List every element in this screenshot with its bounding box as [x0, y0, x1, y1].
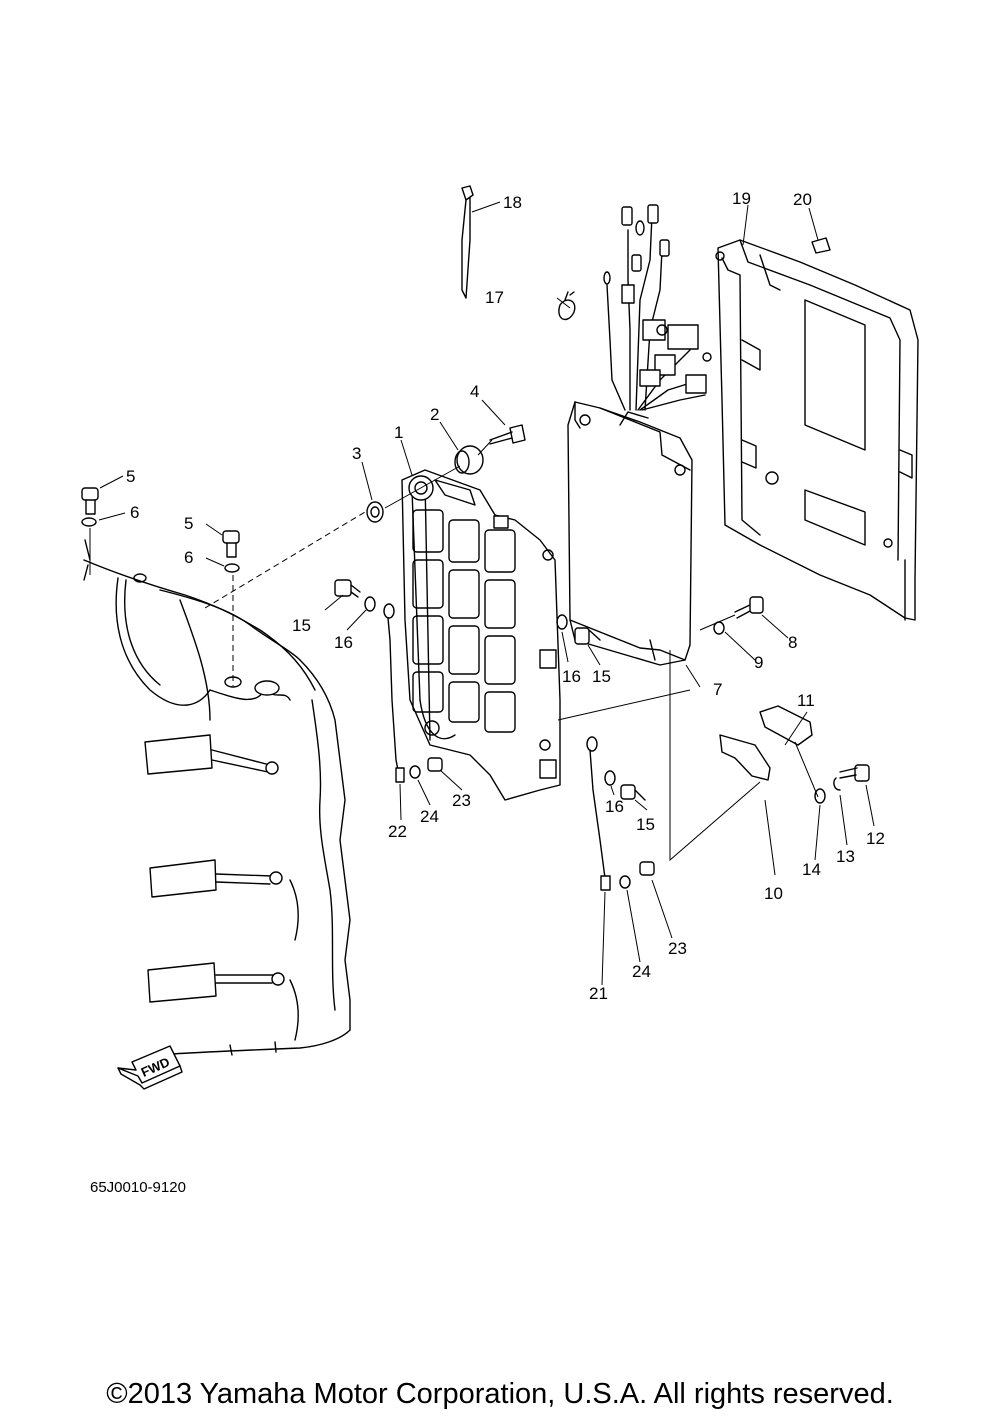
label-part-19: 19	[732, 189, 751, 208]
bracket-plate	[401, 469, 561, 801]
cdi-cover	[715, 239, 919, 621]
label-part-6a: 6	[130, 503, 139, 522]
cdi-unit	[567, 401, 693, 666]
label-part-15c: 15	[636, 815, 655, 834]
guide-lines	[89, 439, 819, 862]
label-part-9: 9	[754, 653, 763, 672]
engine-block	[83, 539, 351, 1056]
drawing-code: 65J0010-9120	[90, 1179, 186, 1196]
label-part-13: 13	[836, 847, 855, 866]
label-part-8: 8	[788, 633, 797, 652]
label-part-5a: 5	[126, 467, 135, 486]
label-part-24a: 24	[420, 807, 439, 826]
label-part-16c: 16	[605, 797, 624, 816]
label-part-16b: 16	[562, 667, 581, 686]
label-part-17: 17	[485, 288, 504, 307]
label-part-11: 11	[797, 691, 815, 710]
label-part-22: 22	[388, 822, 407, 841]
label-part-6b: 6	[184, 548, 193, 567]
label-part-18: 18	[503, 193, 522, 212]
label-part-15b: 15	[592, 667, 611, 686]
fwd-arrow: FWD	[117, 1045, 183, 1090]
label-part-15a: 15	[292, 616, 311, 635]
leader-lines	[98, 201, 875, 986]
label-part-21: 21	[589, 984, 608, 1003]
bracket-grid	[412, 509, 516, 733]
label-part-10: 10	[764, 884, 783, 903]
label-part-7: 7	[713, 680, 722, 699]
label-part-4: 4	[470, 382, 479, 401]
copyright-notice: ©2013 Yamaha Motor Corporation, U.S.A. A…	[106, 1378, 894, 1410]
label-part-3: 3	[352, 444, 361, 463]
label-part-5b: 5	[184, 514, 193, 533]
label-part-1: 1	[394, 423, 403, 442]
label-part-20: 20	[793, 190, 812, 209]
label-part-24b: 24	[632, 962, 651, 981]
label-part-16a: 16	[334, 633, 353, 652]
wiring-harness	[603, 204, 712, 411]
label-part-23b: 23	[668, 939, 687, 958]
label-part-12: 12	[866, 829, 885, 848]
label-part-14: 14	[802, 860, 821, 879]
part-labels: 1 2 3 4 5 6 5 6 7 8 9 10 11 12 13 14 15 …	[126, 189, 885, 1003]
label-part-2: 2	[430, 405, 439, 424]
label-part-23a: 23	[452, 791, 471, 810]
small-parts	[81, 185, 870, 891]
